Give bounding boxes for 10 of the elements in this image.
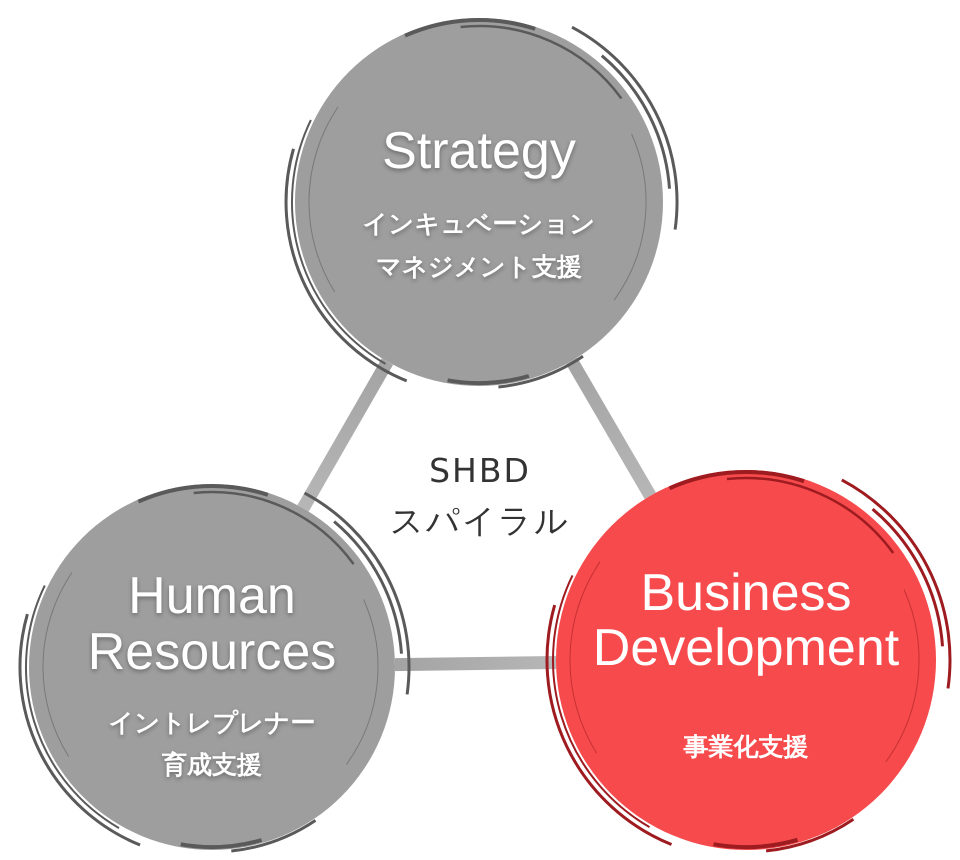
node-subtitle: インキュベーションマネジメント支援	[362, 208, 596, 283]
node-title: Strategy	[382, 124, 576, 180]
node-subtitle: イントレプレナー育成支援	[108, 706, 316, 782]
connector-bar	[566, 358, 656, 500]
node-title: Business Development	[592, 566, 900, 676]
center-label: SHBD スパイラル	[389, 450, 571, 542]
connector-bar	[297, 358, 394, 512]
connector-bar	[394, 656, 556, 672]
node-subtitle: 事業化支援	[682, 730, 810, 763]
node-title: Human Resources	[86, 569, 338, 680]
